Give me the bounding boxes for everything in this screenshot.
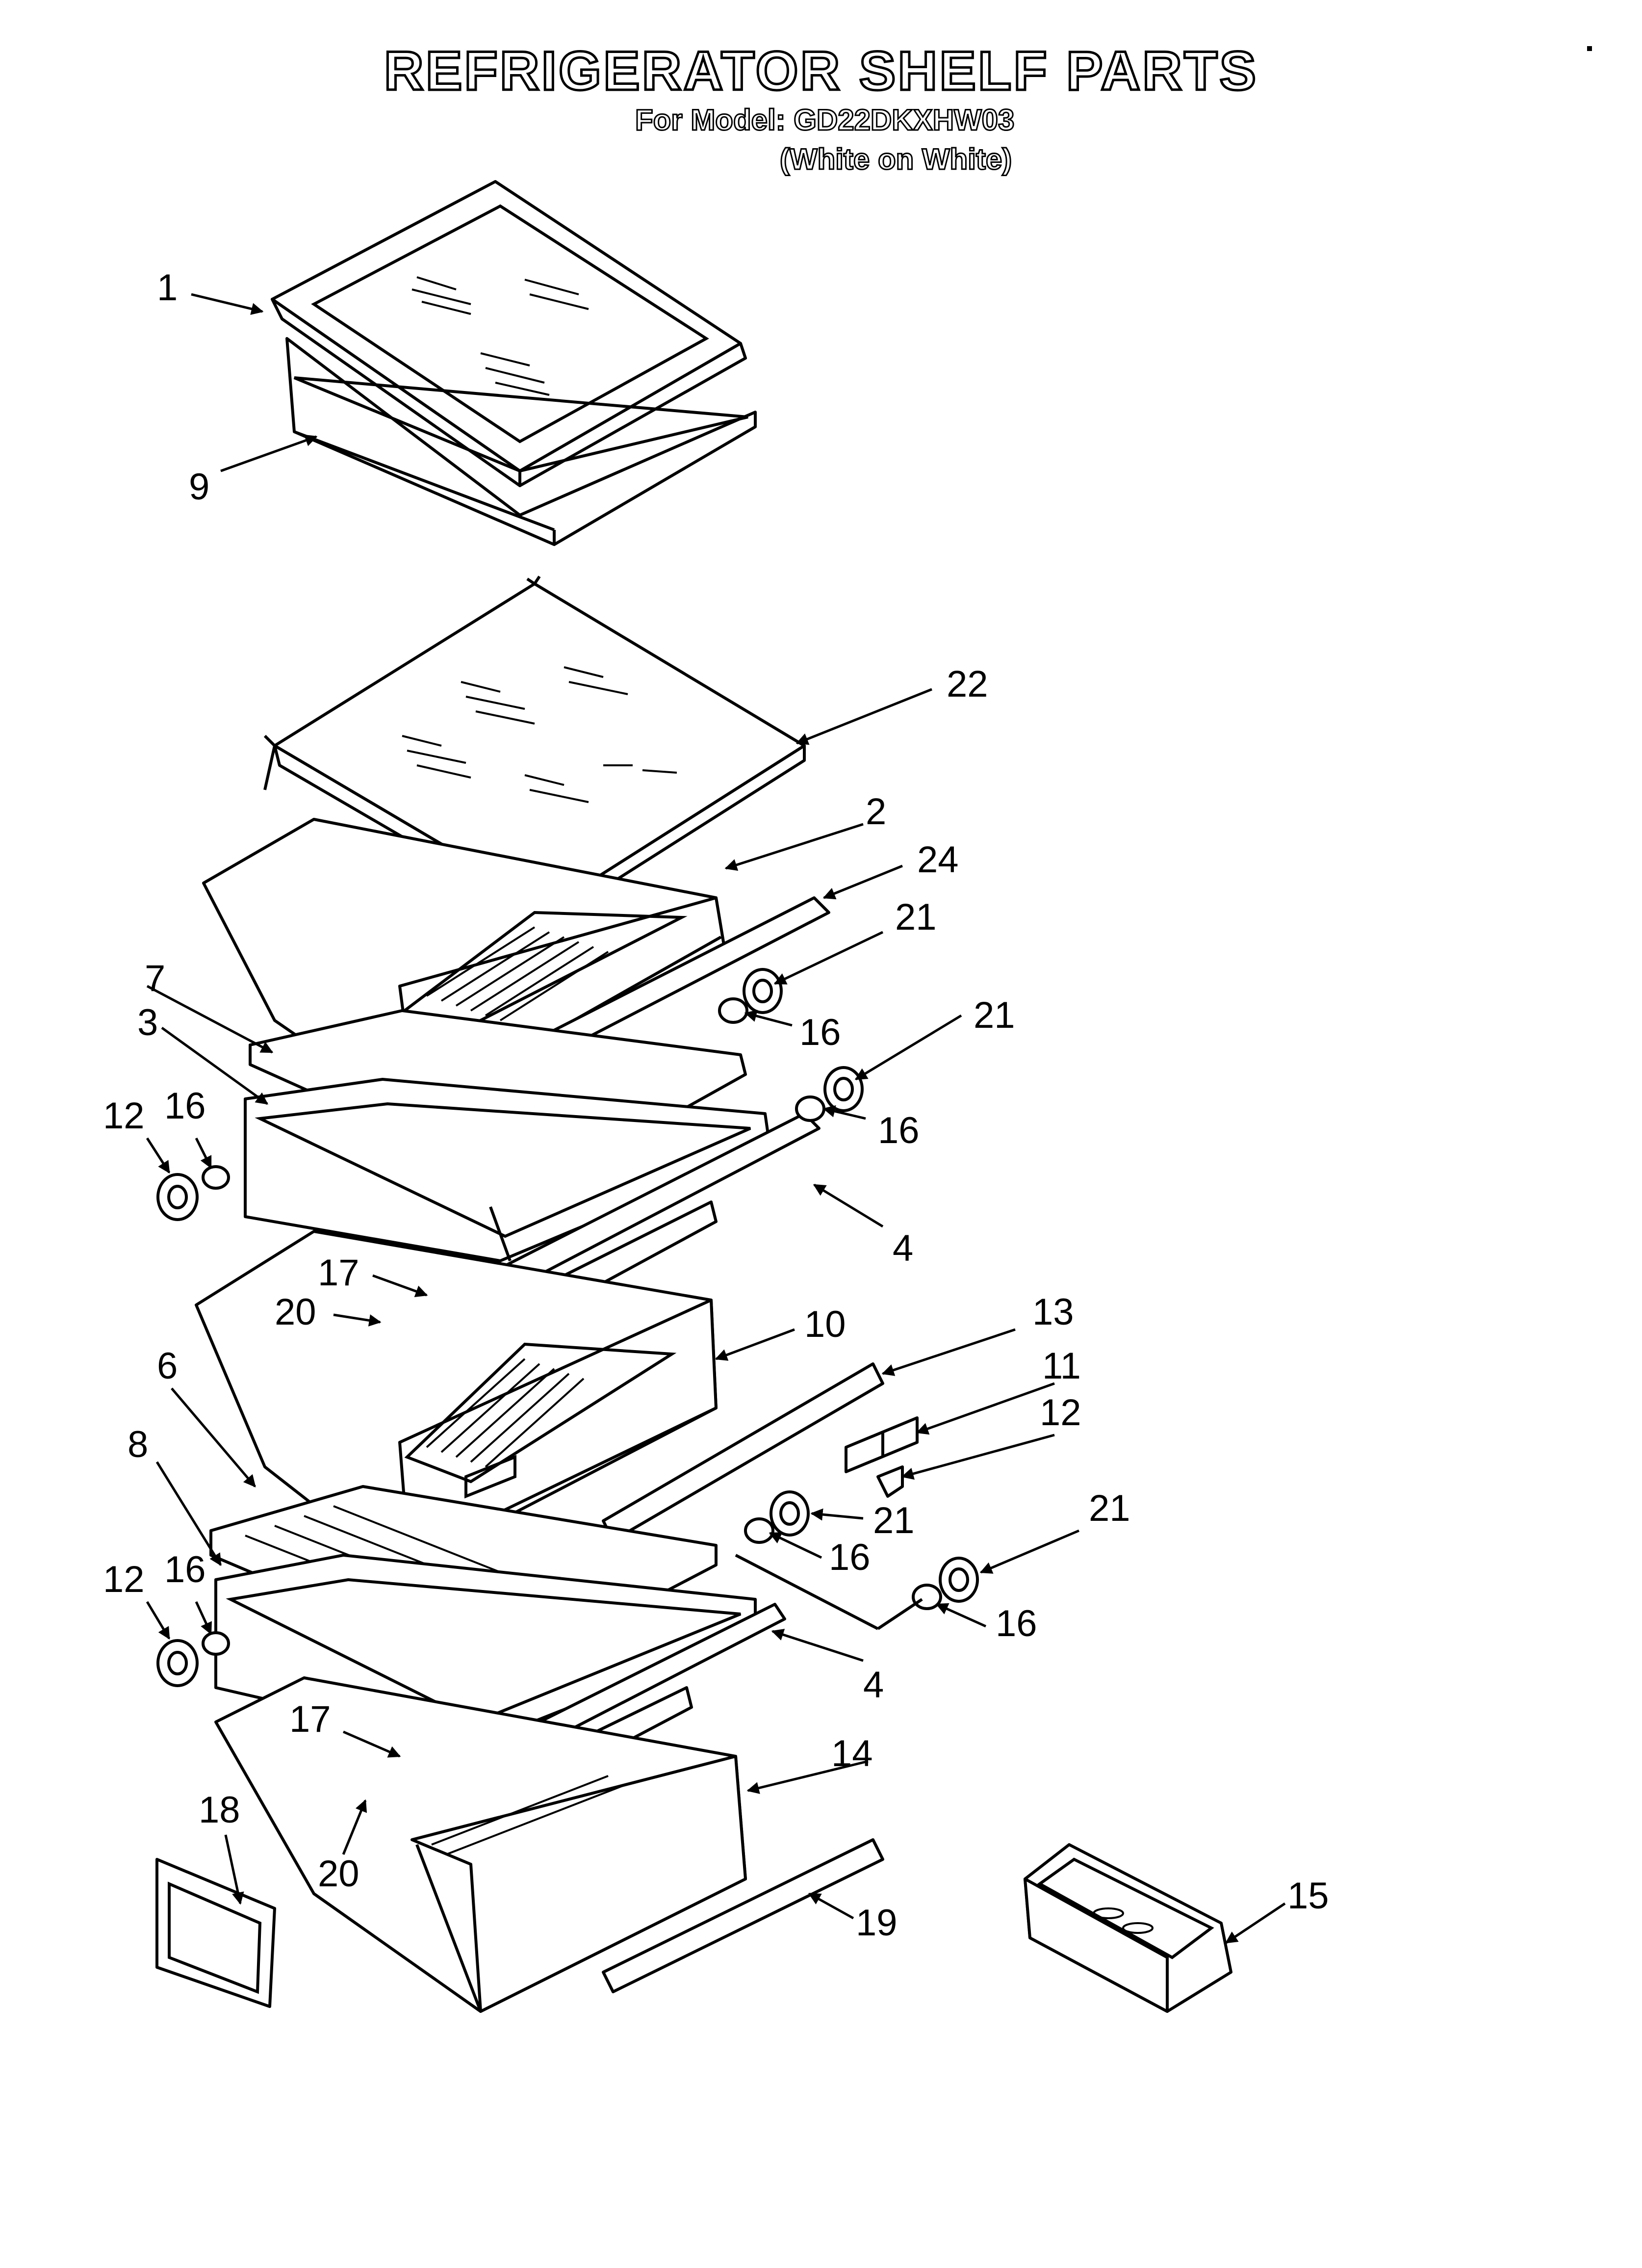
callout-4b: 4 <box>863 1664 884 1706</box>
callout-7: 7 <box>145 958 165 999</box>
callout-17b: 17 <box>289 1698 331 1740</box>
callout-9: 9 <box>189 466 209 508</box>
callout-21c: 21 <box>873 1500 915 1541</box>
leader-lines <box>146 293 1286 1944</box>
callout-13: 13 <box>1032 1291 1074 1333</box>
callout-12a: 12 <box>103 1095 145 1137</box>
callout-19: 19 <box>856 1902 898 1944</box>
callout-21d: 21 <box>1089 1487 1130 1529</box>
callout-17a: 17 <box>318 1252 359 1294</box>
callout-21b: 21 <box>974 994 1015 1036</box>
callout-4a: 4 <box>893 1227 913 1269</box>
color-line: (White on White) <box>779 142 1012 177</box>
label-card-icon <box>155 1858 276 2008</box>
callout-14: 14 <box>831 1733 873 1774</box>
callout-18: 18 <box>199 1789 240 1831</box>
callout-8: 8 <box>128 1424 148 1465</box>
callout-2: 2 <box>866 791 886 833</box>
callout-22: 22 <box>947 663 988 705</box>
callout-11: 11 <box>1042 1345 1081 1387</box>
callout-10: 10 <box>804 1303 846 1345</box>
callout-24: 24 <box>917 839 959 881</box>
callout-16f: 16 <box>996 1603 1037 1644</box>
callout-labels: 1 9 22 2 24 21 16 7 3 21 16 12 16 4 17 2… <box>103 267 1329 1944</box>
callout-12b: 12 <box>1040 1392 1081 1434</box>
glass-shelf-icon <box>271 180 747 487</box>
storage-bin-icon <box>1024 1843 1232 2013</box>
roller-icon <box>156 1490 979 1804</box>
corner-mark <box>1587 46 1592 51</box>
drawer-icon <box>214 1676 747 2013</box>
callout-20b: 20 <box>318 1853 359 1895</box>
callout-12c: 12 <box>103 1559 145 1600</box>
clip-icon <box>845 1416 919 1498</box>
callout-1: 1 <box>157 267 178 309</box>
callout-15: 15 <box>1287 1875 1329 1917</box>
callout-16e: 16 <box>164 1549 206 1590</box>
callout-3: 3 <box>137 1002 158 1043</box>
page-title: REFRIGERATOR SHELF PARTS <box>383 39 1258 103</box>
shelf-frame-icon <box>285 337 757 546</box>
callout-16a: 16 <box>799 1012 841 1053</box>
callout-16c: 16 <box>164 1085 206 1127</box>
callout-16d: 16 <box>829 1537 871 1578</box>
callout-20a: 20 <box>275 1291 316 1333</box>
callout-6: 6 <box>157 1345 178 1387</box>
callout-16b: 16 <box>878 1110 920 1151</box>
model-line: For Model: GD22DKXHW03 <box>634 103 1015 137</box>
callout-21a: 21 <box>895 896 937 938</box>
rail-icon <box>602 1838 884 1993</box>
